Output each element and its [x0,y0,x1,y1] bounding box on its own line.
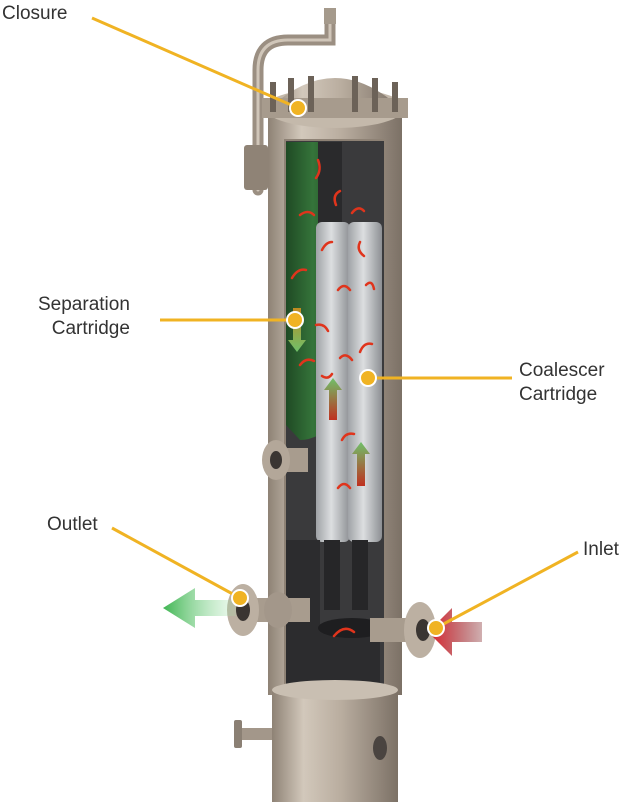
flow-arrow-icon [352,442,370,486]
outlet-dot [231,589,249,607]
separation-label-line1: Separation [38,294,130,315]
closure-label-text: Closure [2,3,68,24]
outlet-label: Outlet [47,513,98,537]
separation-dot [286,311,304,329]
outlet-nozzle [227,584,310,636]
flow-arrow-icon [324,378,342,420]
inlet-arrow-icon [428,608,482,656]
inlet-dot [427,619,445,637]
inlet-leader [435,550,579,630]
closure-dot [289,99,307,117]
coalescer-dot [359,369,377,387]
separation-label-line2: Cartridge [51,317,130,339]
upper-nozzle [262,440,308,480]
inlet-nozzle [370,602,436,658]
closure-leader [91,16,299,110]
inlet-label-text: Inlet [583,539,619,560]
leader-lines [91,16,579,630]
outlet-label-text: Outlet [47,514,98,535]
coalescer-cartridge-label: Coalescer Cartridge [519,359,605,407]
outlet-leader [111,526,241,600]
coalescer-label-line1: Coalescer [519,360,605,381]
coalescer-label-line2: Cartridge [519,383,598,405]
flow-arrows [290,158,376,638]
vent-pipe [244,8,336,196]
outlet-arrow-icon [163,588,236,628]
flow-arrow-icon [288,308,306,352]
separation-cartridge-label: Separation Cartridge [38,293,130,341]
callout-dots [231,99,445,637]
inlet-label: Inlet [583,538,619,562]
closure-label: Closure [2,2,67,26]
